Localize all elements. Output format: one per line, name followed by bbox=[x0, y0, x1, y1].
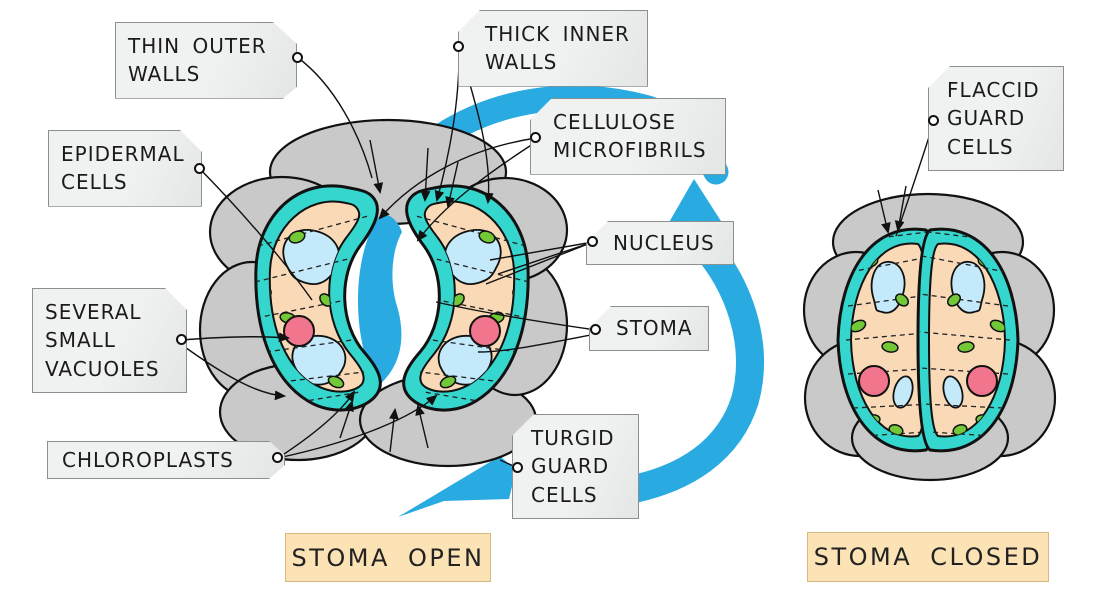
stoma-pore-open bbox=[357, 214, 402, 386]
caption-stoma-open: STOMA OPEN bbox=[285, 533, 491, 582]
connector-dot-several-small-vacuoles bbox=[176, 334, 187, 345]
label-epidermal-cells: EPIDERMAL CELLS bbox=[48, 130, 202, 207]
label-flaccid-guard-cells: FLACCID GUARD CELLS bbox=[928, 66, 1064, 172]
closed-stoma-diagram bbox=[802, 192, 1057, 482]
connector-dot-flaccid-guard-cells bbox=[928, 115, 939, 126]
connector-dot-cellulose-microfibrils bbox=[530, 132, 541, 143]
label-nucleus: NUCLEUS bbox=[586, 221, 734, 265]
label-cellulose-microfibrils: CELLULOSE MICROFIBRILS bbox=[530, 98, 726, 175]
connector-dot-thin-outer-walls bbox=[292, 52, 303, 63]
cycle-arc-right bbox=[604, 224, 764, 506]
caption-stoma-closed: STOMA CLOSED bbox=[807, 532, 1049, 582]
label-several-small-vacuoles: SEVERAL SMALL VACUOLES bbox=[32, 288, 187, 393]
label-thick-inner-walls: THICK INNER WALLS bbox=[458, 10, 648, 87]
connector-dot-epidermal-cells bbox=[194, 163, 205, 174]
connector-dot-nucleus bbox=[587, 236, 598, 247]
label-turgid-guard-cells: TURGID GUARD CELLS bbox=[512, 414, 639, 520]
label-stoma: STOMA bbox=[589, 306, 709, 351]
label-chloroplasts: CHLOROPLASTS bbox=[47, 441, 285, 479]
cycle-arrowhead-left bbox=[398, 456, 516, 517]
connector-dot-turgid-guard-cells bbox=[512, 462, 523, 473]
open-stoma-diagram bbox=[198, 118, 569, 468]
connector-dot-thick-inner-walls bbox=[453, 41, 464, 52]
label-thin-outer-walls: THIN OUTER WALLS bbox=[115, 22, 297, 99]
connector-dot-stoma bbox=[590, 324, 601, 335]
connector-dot-chloroplasts bbox=[272, 452, 283, 463]
